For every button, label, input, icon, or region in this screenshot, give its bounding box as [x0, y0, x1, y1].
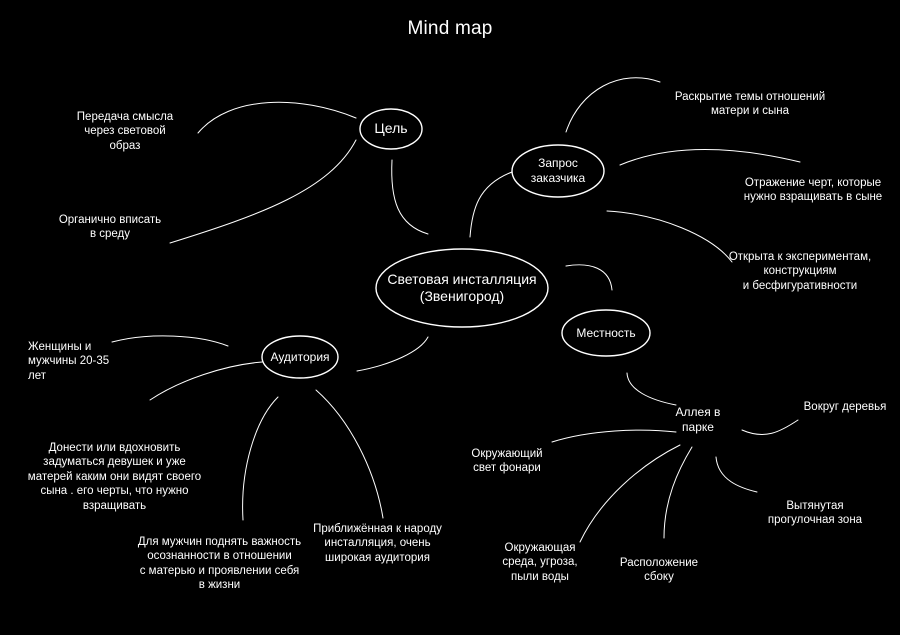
location-node[interactable]: Местность	[576, 325, 636, 340]
connector-location-alley	[626, 372, 677, 406]
location-node-shape	[561, 309, 651, 357]
page-title: Mind map	[407, 18, 493, 39]
leaf-goal-fit: Органично вписать в среду	[58, 214, 162, 241]
leaf-alley-env: Окружающая среда, угроза, пыли воды	[502, 542, 578, 583]
goal-node-shape	[359, 108, 423, 150]
leaf-request-theme: Раскрытие темы отношений матери и сына	[674, 91, 826, 118]
connector-request-center	[469, 171, 513, 238]
leaf-alley-trees: Вокруг деревья	[803, 401, 887, 413]
connector-goal-fit	[169, 139, 357, 244]
leaf-goal-meaning: Передача смысла через световой образ	[76, 111, 174, 152]
audience-node[interactable]: Аудитория	[270, 349, 330, 364]
connector-aud-people	[111, 335, 229, 347]
connector-request-open	[606, 210, 733, 263]
connector-request-theme	[565, 77, 661, 133]
leaf-alley-lights: Окружающий свет фонари	[471, 448, 543, 475]
leaf-aud-men: Для мужчин поднять важность осознанности…	[137, 536, 302, 592]
alley-node[interactable]: Аллея в парке	[675, 405, 721, 434]
request-node-shape	[511, 144, 605, 198]
request-node[interactable]: Запрос заказчика	[530, 156, 586, 185]
audience-node-shape	[261, 335, 339, 379]
connector-alley-side	[663, 446, 693, 539]
connector-aud-men	[242, 396, 279, 521]
leaf-alley-side: Расположение сбоку	[619, 557, 699, 584]
leaf-aud-people: Женщины и мужчины 20-35 лет	[28, 341, 110, 382]
connector-alley-env	[579, 444, 681, 543]
connector-goal-center	[391, 159, 429, 235]
connector-alley-trees	[741, 419, 799, 435]
connector-alley-lights	[551, 429, 677, 443]
leaf-aud-close: Приближённая к народу инсталляция, очень…	[313, 523, 442, 564]
connector-alley-zone	[715, 456, 758, 493]
leaf-request-open: Открыта к экспериментам, конструкциям и …	[728, 251, 872, 292]
leaf-aud-women: Донести или вдохновить задуматься девуше…	[27, 442, 202, 512]
connector-goal-meaning	[197, 101, 357, 134]
connector-aud-women	[149, 361, 263, 401]
goal-node[interactable]: Цель	[374, 120, 408, 137]
connector-request-traits	[619, 149, 801, 166]
leaf-request-traits: Отражение черт, которые нужно взращивать…	[743, 177, 883, 204]
connector-aud-close	[315, 389, 384, 519]
leaf-alley-zone: Вытянутая прогулочная зона	[767, 500, 863, 527]
connector-center-audience	[356, 336, 429, 372]
connector-center-location	[565, 264, 613, 291]
center-node-shape	[375, 248, 549, 328]
center-node[interactable]: Световая инсталляция (Звенигород)	[387, 270, 537, 305]
